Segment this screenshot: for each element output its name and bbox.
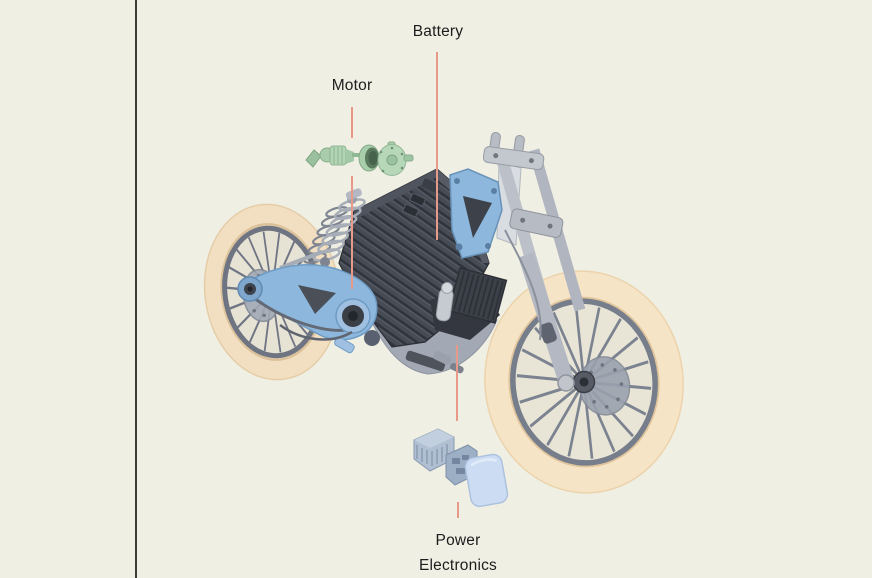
battery-label: Battery (412, 23, 464, 40)
reservoir (435, 281, 454, 322)
power-electronics-label-line2: Electronics (418, 557, 497, 574)
power-electronics-label-line1: Power (435, 532, 481, 549)
motor-hub (335, 298, 371, 334)
left-divider-line (135, 0, 137, 578)
motor-label: Motor (331, 77, 373, 94)
front-fork (449, 132, 586, 392)
motor-shaft (329, 145, 360, 166)
frame-bracket-blue (449, 168, 503, 259)
triple-clamp-top (482, 146, 545, 171)
power-electronics-leader-line-lower (457, 502, 459, 518)
pe-cover (464, 453, 509, 508)
motor-housing (377, 141, 414, 176)
power-electronics-exploded (413, 428, 509, 508)
power-electronics-leader-line-upper (456, 345, 458, 421)
motor-leader-line-lower (351, 176, 353, 289)
motor-rotor-cup (358, 144, 380, 172)
radiator (435, 267, 508, 324)
power-electronics-label: Power Electronics (398, 528, 518, 578)
battery-leader-line (436, 52, 438, 240)
motor-assembly-exploded (305, 141, 414, 176)
swingarm (237, 250, 378, 354)
pe-heatsink-box (413, 428, 455, 472)
triple-clamp-lower (509, 208, 564, 238)
motor-leader-line-upper (351, 107, 353, 138)
front-wheel (484, 270, 684, 494)
